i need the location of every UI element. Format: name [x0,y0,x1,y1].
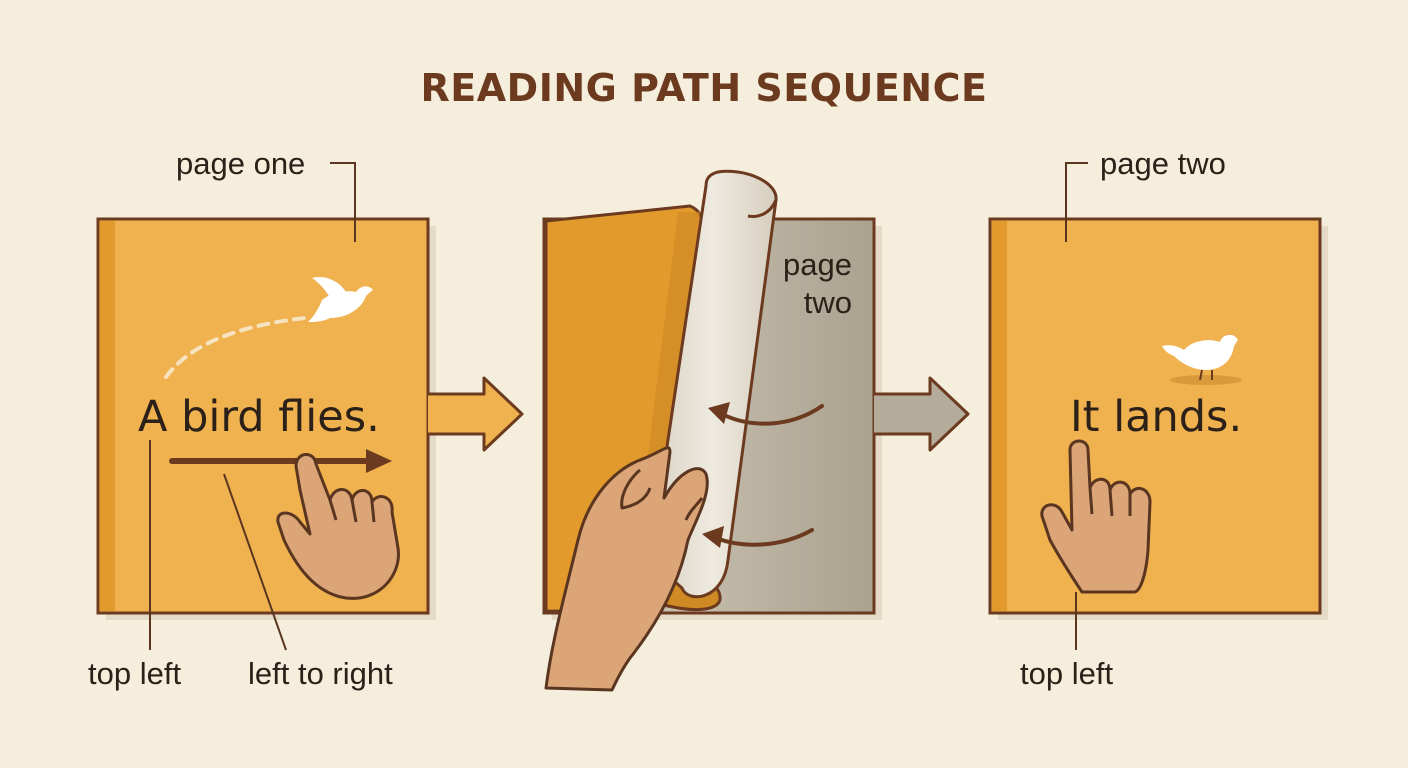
pointing-hand-icon [1040,439,1152,594]
landed-bird-icon [1162,334,1242,385]
page-turning-hand-icon [544,446,709,692]
diagram-title: READING PATH SEQUENCE [420,66,988,110]
page-two-panel [988,217,1328,620]
top-left-label-2: top left [1020,656,1114,691]
page-two-sentence: It lands. [1070,392,1243,442]
left-to-right-label: left to right [248,656,393,691]
turn-direction-arrows [714,404,824,547]
flight-path [164,316,307,379]
page-one-callout-line [330,162,356,242]
next-page-label-line1: page [783,247,852,282]
next-page-label: page two [760,246,852,322]
page-one-callout: page one [176,146,306,181]
next-page-label-line2: two [803,285,852,320]
pointing-hand-icon [276,453,400,600]
flying-bird-icon [308,276,373,322]
page-two-callout: page two [1100,146,1226,181]
turn-arrowhead-top [708,402,730,424]
next-page-arrow-2 [874,376,970,452]
page-two-callout-line [1065,162,1088,242]
page-one-sentence: A bird flies. [138,392,380,442]
top-left-label: top left [88,656,182,691]
left-to-right-arrow [169,449,392,473]
next-page-arrow-1 [428,376,524,452]
turn-arrowhead-bottom [702,526,724,548]
left-to-right-pointer-line [223,473,287,651]
